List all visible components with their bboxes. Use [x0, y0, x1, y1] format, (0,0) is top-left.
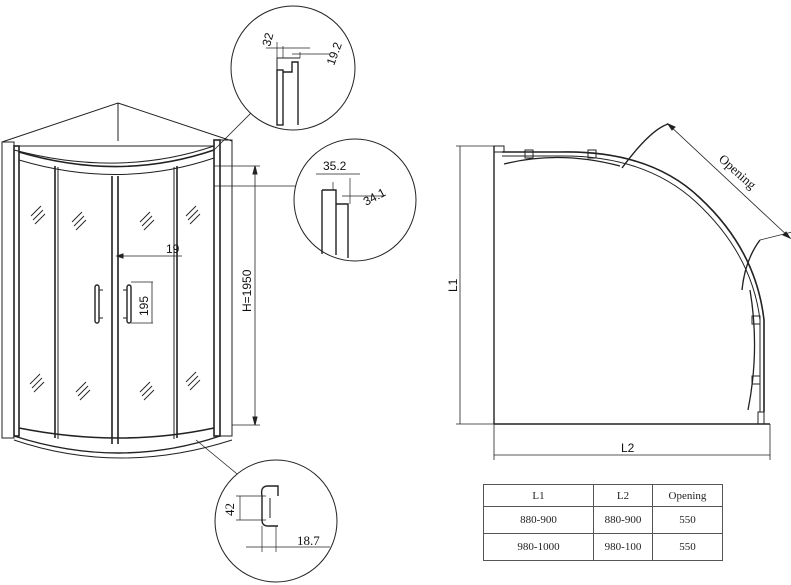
top-profile-callout	[230, 5, 356, 131]
cell-l1: 980-1000	[483, 533, 594, 561]
table-row: 980-1000 980-100 550	[483, 533, 723, 561]
enclosure-front-view	[1, 102, 296, 479]
l1-dimension: L1	[446, 278, 460, 292]
overall-height-dimension: H=1950	[240, 269, 254, 312]
cell-opening: 550	[652, 506, 723, 534]
top-profile-width-dimension: 32	[259, 31, 276, 48]
table-row: 880-900 880-900 550	[483, 506, 723, 534]
bottom-profile-height-dimension: 42	[222, 503, 237, 516]
header-l2: L2	[593, 484, 653, 507]
header-opening: Opening	[652, 484, 723, 507]
cell-l2: 880-900	[593, 506, 653, 534]
side-profile-width-dimension: 35.2	[323, 159, 347, 173]
cell-l2: 980-100	[593, 533, 653, 561]
table-header-row: L1 L2 Opening	[483, 484, 723, 507]
handle-gap-dimension: 19	[166, 242, 180, 256]
bottom-profile-callout	[214, 459, 338, 583]
l2-dimension: L2	[621, 441, 635, 455]
handle-height-dimension: 195	[137, 296, 151, 316]
cell-opening: 550	[652, 533, 723, 561]
header-l1: L1	[483, 484, 594, 507]
side-profile-callout	[293, 138, 417, 262]
plan-view	[456, 122, 791, 460]
size-spec-table: L1 L2 Opening 880-900 880-900 550 980-10…	[483, 484, 723, 561]
bottom-profile-depth-dimension: 18.7	[297, 533, 320, 548]
cell-l1: 880-900	[483, 506, 594, 534]
opening-dimension: Opening	[716, 151, 760, 192]
